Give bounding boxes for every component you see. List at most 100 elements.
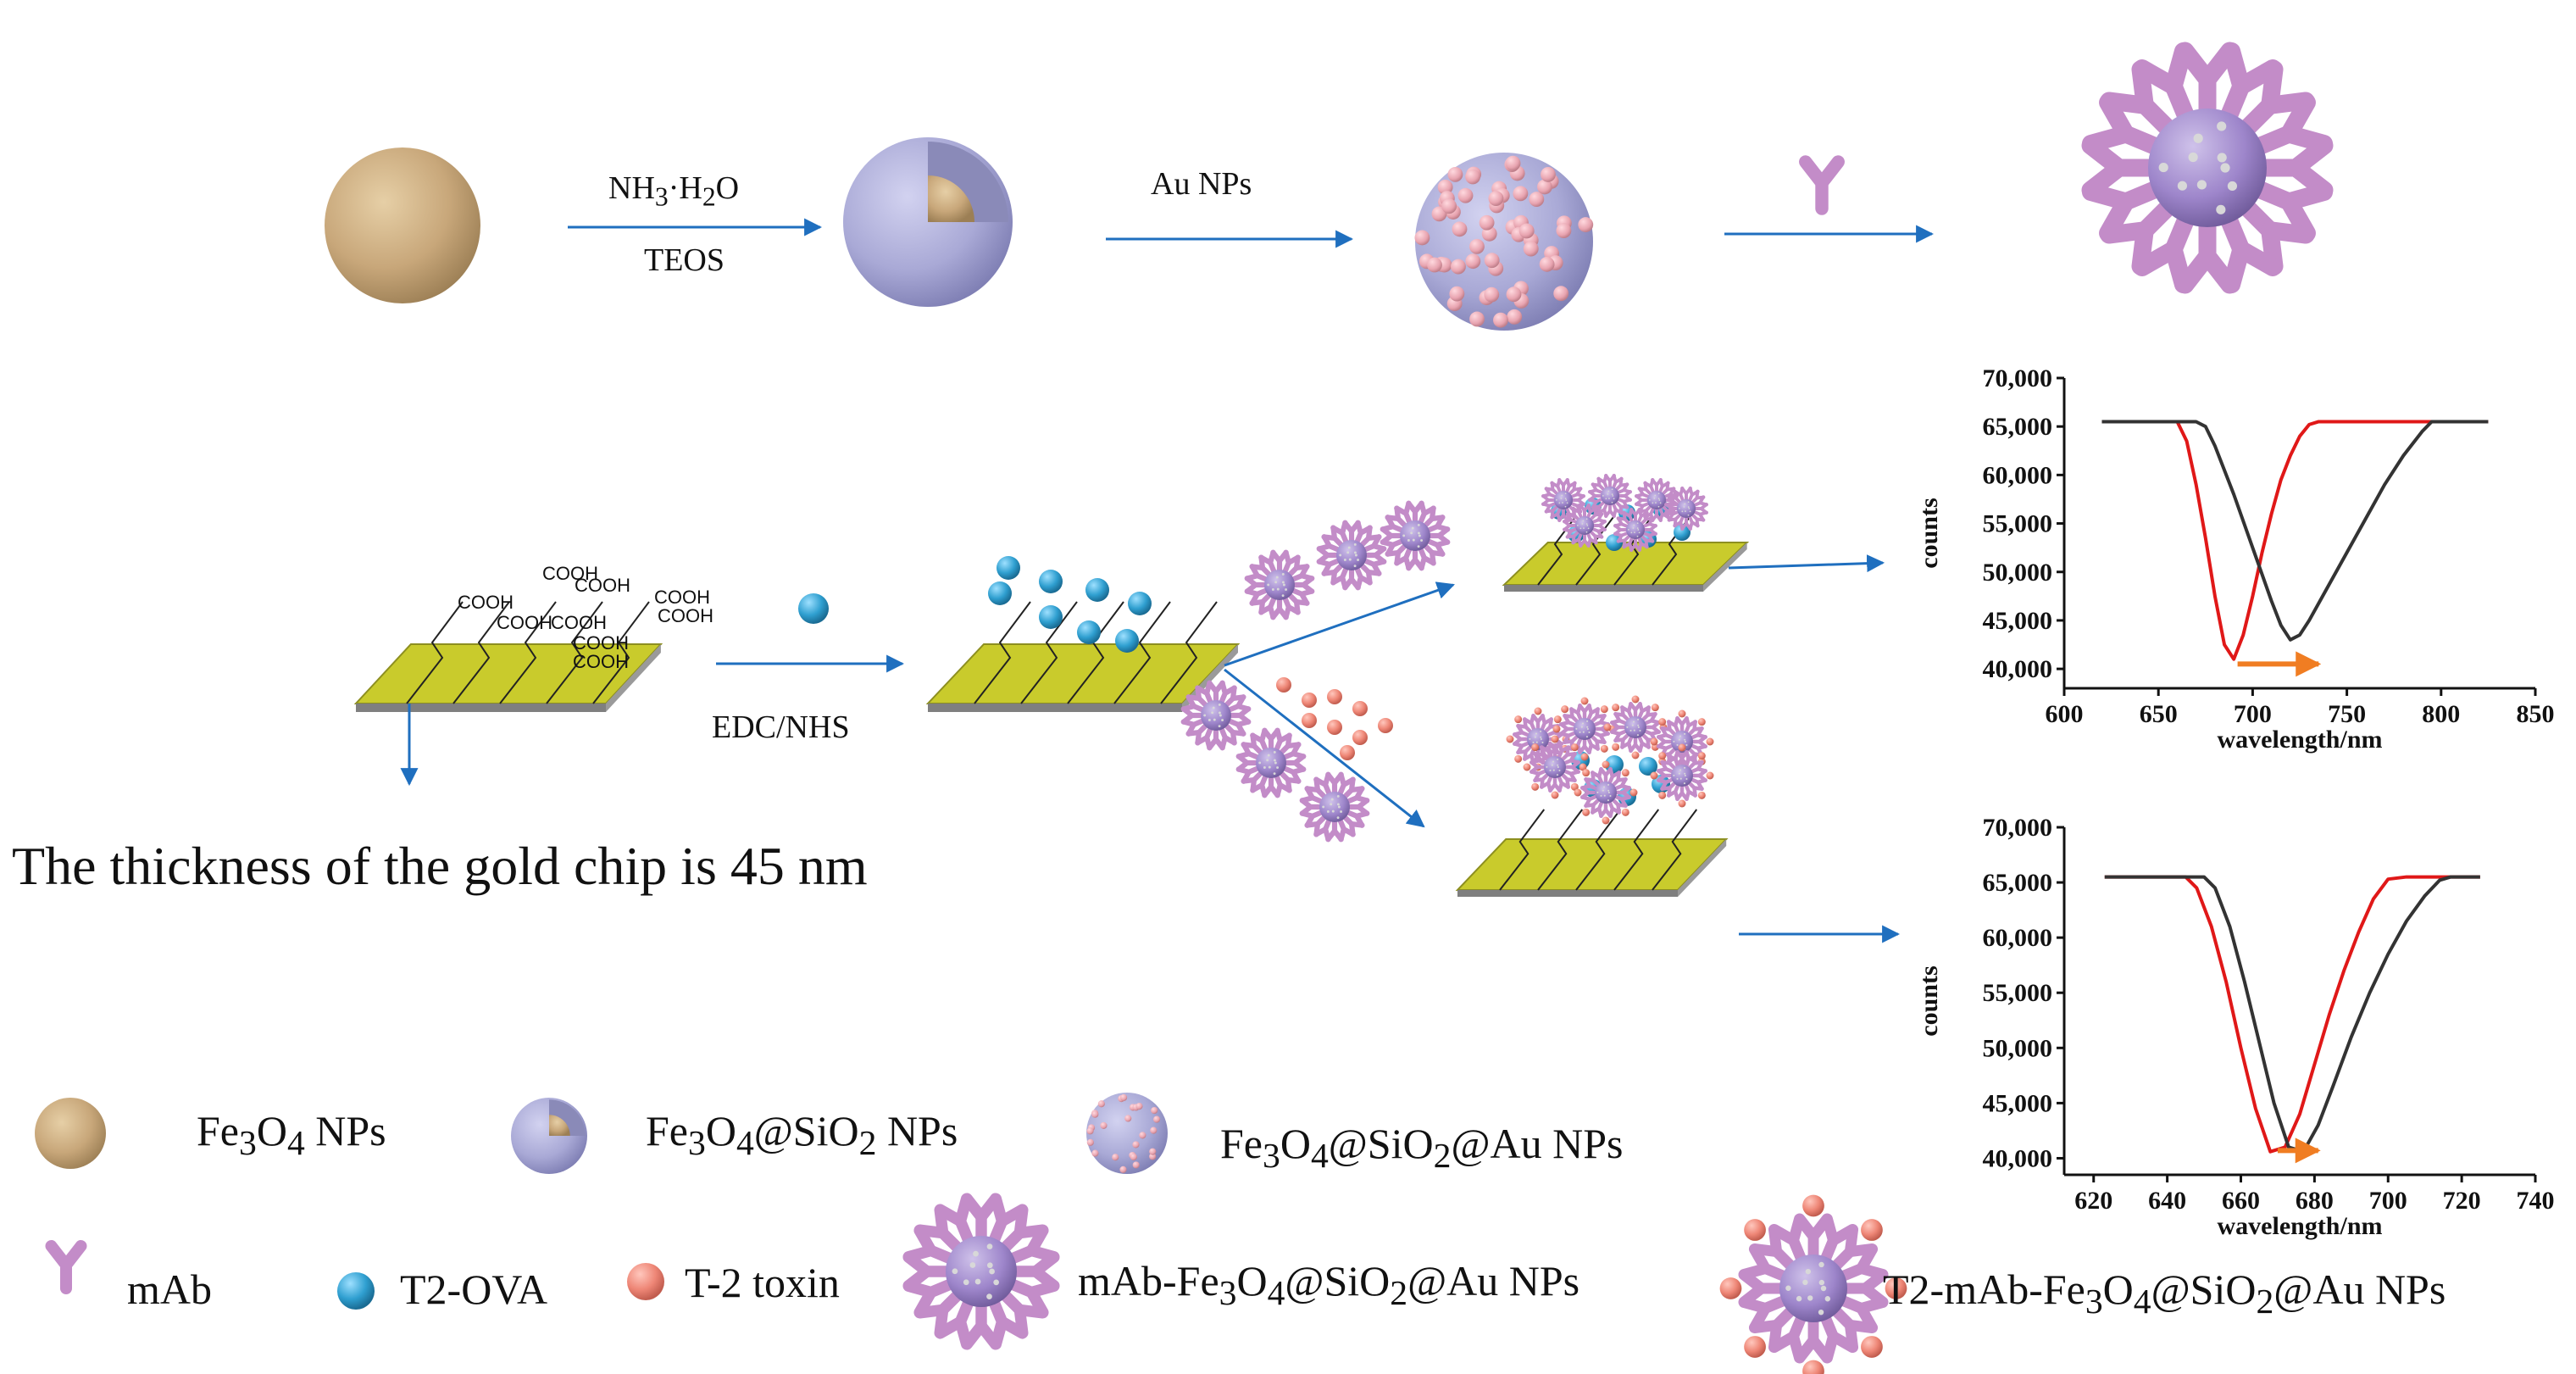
legend-label-fe3o4: Fe3O4 NPs bbox=[197, 1107, 386, 1163]
t2-toxin-sphere bbox=[1378, 718, 1393, 733]
spectrum-curve-2 bbox=[2101, 420, 2489, 642]
chip-thickness-note: The thickness of the gold chip is 45 nm bbox=[12, 836, 868, 896]
legend-icon-fe3o4-sio2 bbox=[511, 1098, 587, 1174]
legend-label-t2-toxin: T-2 toxin bbox=[685, 1259, 840, 1306]
x-tick-label: 650 bbox=[2140, 700, 2178, 728]
free-mab-complex bbox=[1244, 549, 1315, 620]
fe3o4-sio2-au-particle bbox=[1414, 153, 1594, 331]
toxin-bound-complex bbox=[1603, 695, 1668, 759]
t2-ova-sphere bbox=[997, 556, 1020, 580]
t2-toxin-sphere bbox=[1327, 689, 1342, 704]
x-tick-label: 700 bbox=[2369, 1187, 2407, 1215]
y-tick-label: 70,000 bbox=[1983, 364, 2053, 392]
free-mab-complex bbox=[1299, 771, 1370, 843]
t2-ova-sphere bbox=[1128, 592, 1152, 615]
mab-complex-particle bbox=[2081, 42, 2334, 294]
y-tick-label: 50,000 bbox=[1983, 559, 2053, 587]
t2-toxin-sphere bbox=[1352, 701, 1368, 716]
legend-icon-fe3o4 bbox=[35, 1098, 106, 1169]
legend-icon-fe3o4-sio2-au bbox=[1086, 1093, 1168, 1174]
legend-label-fe3o4-sio2-au: Fe3O4@SiO2@Au NPs bbox=[1220, 1120, 1624, 1176]
toxin-bound-complex bbox=[1650, 743, 1714, 808]
legend-label-t2-ova: T2-OVA bbox=[400, 1266, 548, 1313]
fe3o4-sio2-particle bbox=[843, 137, 1013, 307]
y-tick-label: 55,000 bbox=[1983, 510, 2053, 538]
legend-icon-t2-mab-complex bbox=[1719, 1194, 1907, 1374]
t2-ova-sphere bbox=[1674, 524, 1690, 541]
cooh-label: COOH bbox=[458, 592, 514, 613]
free-mab-complex bbox=[1235, 727, 1307, 798]
x-tick-label: 740 bbox=[2517, 1187, 2555, 1215]
free-mab-complex bbox=[1180, 680, 1252, 751]
arrow-with-toxin bbox=[1224, 668, 1425, 828]
y-tick-label: 65,000 bbox=[1983, 413, 2053, 441]
legend-icon-t2-toxin bbox=[627, 1263, 664, 1300]
y-axis-label: counts bbox=[1915, 965, 1943, 1036]
cooh-label: COOH bbox=[575, 575, 630, 596]
spectrum-curve-2 bbox=[2104, 875, 2480, 1154]
spectrum-curve-1 bbox=[2104, 875, 2480, 1154]
x-tick-label: 680 bbox=[2296, 1187, 2334, 1215]
bound-mab-complex bbox=[1588, 474, 1632, 518]
y-tick-label: 40,000 bbox=[1983, 1144, 2053, 1172]
t2-ova-sphere bbox=[1077, 620, 1101, 644]
t2-toxin-sphere bbox=[1352, 730, 1368, 745]
toxin-bound-complex bbox=[1523, 735, 1587, 799]
bound-mab-complex bbox=[1541, 478, 1585, 522]
t2-ova-sphere bbox=[1639, 757, 1657, 776]
arrow-to-chart-top bbox=[1728, 554, 1885, 573]
x-tick-label: 850 bbox=[2517, 700, 2555, 728]
cooh-label: COOH bbox=[497, 612, 552, 633]
cooh-label: COOH bbox=[542, 563, 598, 584]
y-axis-label: counts bbox=[1915, 498, 1943, 568]
toxin-bound-complex bbox=[1574, 760, 1638, 825]
t2-toxin-sphere bbox=[1302, 693, 1317, 708]
cooh-label: COOH bbox=[654, 587, 710, 608]
y-tick-label: 60,000 bbox=[1983, 924, 2053, 952]
spectrum-curve-1 bbox=[2101, 420, 2489, 661]
free-mab-complex bbox=[1380, 500, 1451, 571]
step-label-au-nps: Au NPs bbox=[1151, 166, 1252, 202]
y-tick-label: 50,000 bbox=[1983, 1034, 2053, 1062]
fe3o4-core-particle bbox=[325, 147, 480, 303]
t2-ova-sphere bbox=[1115, 629, 1139, 653]
legend-label-mab: mAb bbox=[127, 1266, 212, 1313]
step-label-teos: TEOS bbox=[644, 242, 724, 278]
y-tick-label: 40,000 bbox=[1983, 655, 2053, 683]
legend-label-t2-mab-complex: T2-mAb-Fe3O4@SiO2@Au NPs bbox=[1883, 1266, 2446, 1321]
step-label-edc-nhs: EDC/NHS bbox=[712, 709, 850, 745]
t2-ova-sphere bbox=[1039, 605, 1063, 629]
bound-mab-complex bbox=[1563, 503, 1607, 548]
legend-label-fe3o4-sio2: Fe3O4@SiO2 NPs bbox=[646, 1107, 958, 1163]
t2-toxin-sphere bbox=[1302, 713, 1317, 728]
carboxyl-gold-chip bbox=[353, 601, 663, 712]
x-tick-label: 660 bbox=[2222, 1187, 2260, 1215]
x-tick-label: 600 bbox=[2046, 700, 2084, 728]
t2-toxin-sphere bbox=[1327, 720, 1342, 735]
mab-reagent-icon bbox=[1799, 155, 1845, 215]
y-tick-label: 65,000 bbox=[1983, 869, 2053, 897]
t2-ova-sphere bbox=[988, 581, 1012, 605]
bound-chip-no-toxin bbox=[1502, 516, 1750, 592]
x-tick-label: 750 bbox=[2328, 700, 2366, 728]
t2-ova-sphere bbox=[1039, 570, 1063, 593]
t2-toxin-sphere bbox=[1340, 745, 1355, 760]
cooh-label: COOH bbox=[551, 612, 607, 633]
cooh-label: COOH bbox=[573, 651, 629, 672]
legend-icon-mab-complex bbox=[902, 1193, 1060, 1350]
bound-mab-complex bbox=[1613, 508, 1657, 552]
x-tick-label: 640 bbox=[2148, 1187, 2186, 1215]
legend-label-mab-complex: mAb-Fe3O4@SiO2@Au NPs bbox=[1078, 1257, 1580, 1313]
legend-icon-mab bbox=[45, 1240, 87, 1294]
step-label-ammonia: NH3·H2O bbox=[608, 170, 740, 212]
free-mab-complex bbox=[1316, 520, 1387, 591]
t2-ova-sphere bbox=[1085, 578, 1109, 602]
y-tick-label: 45,000 bbox=[1983, 1089, 2053, 1117]
x-tick-label: 700 bbox=[2234, 700, 2272, 728]
y-tick-label: 60,000 bbox=[1983, 461, 2053, 489]
t2-toxin-sphere bbox=[1276, 677, 1291, 693]
bound-mab-complex bbox=[1664, 487, 1708, 531]
